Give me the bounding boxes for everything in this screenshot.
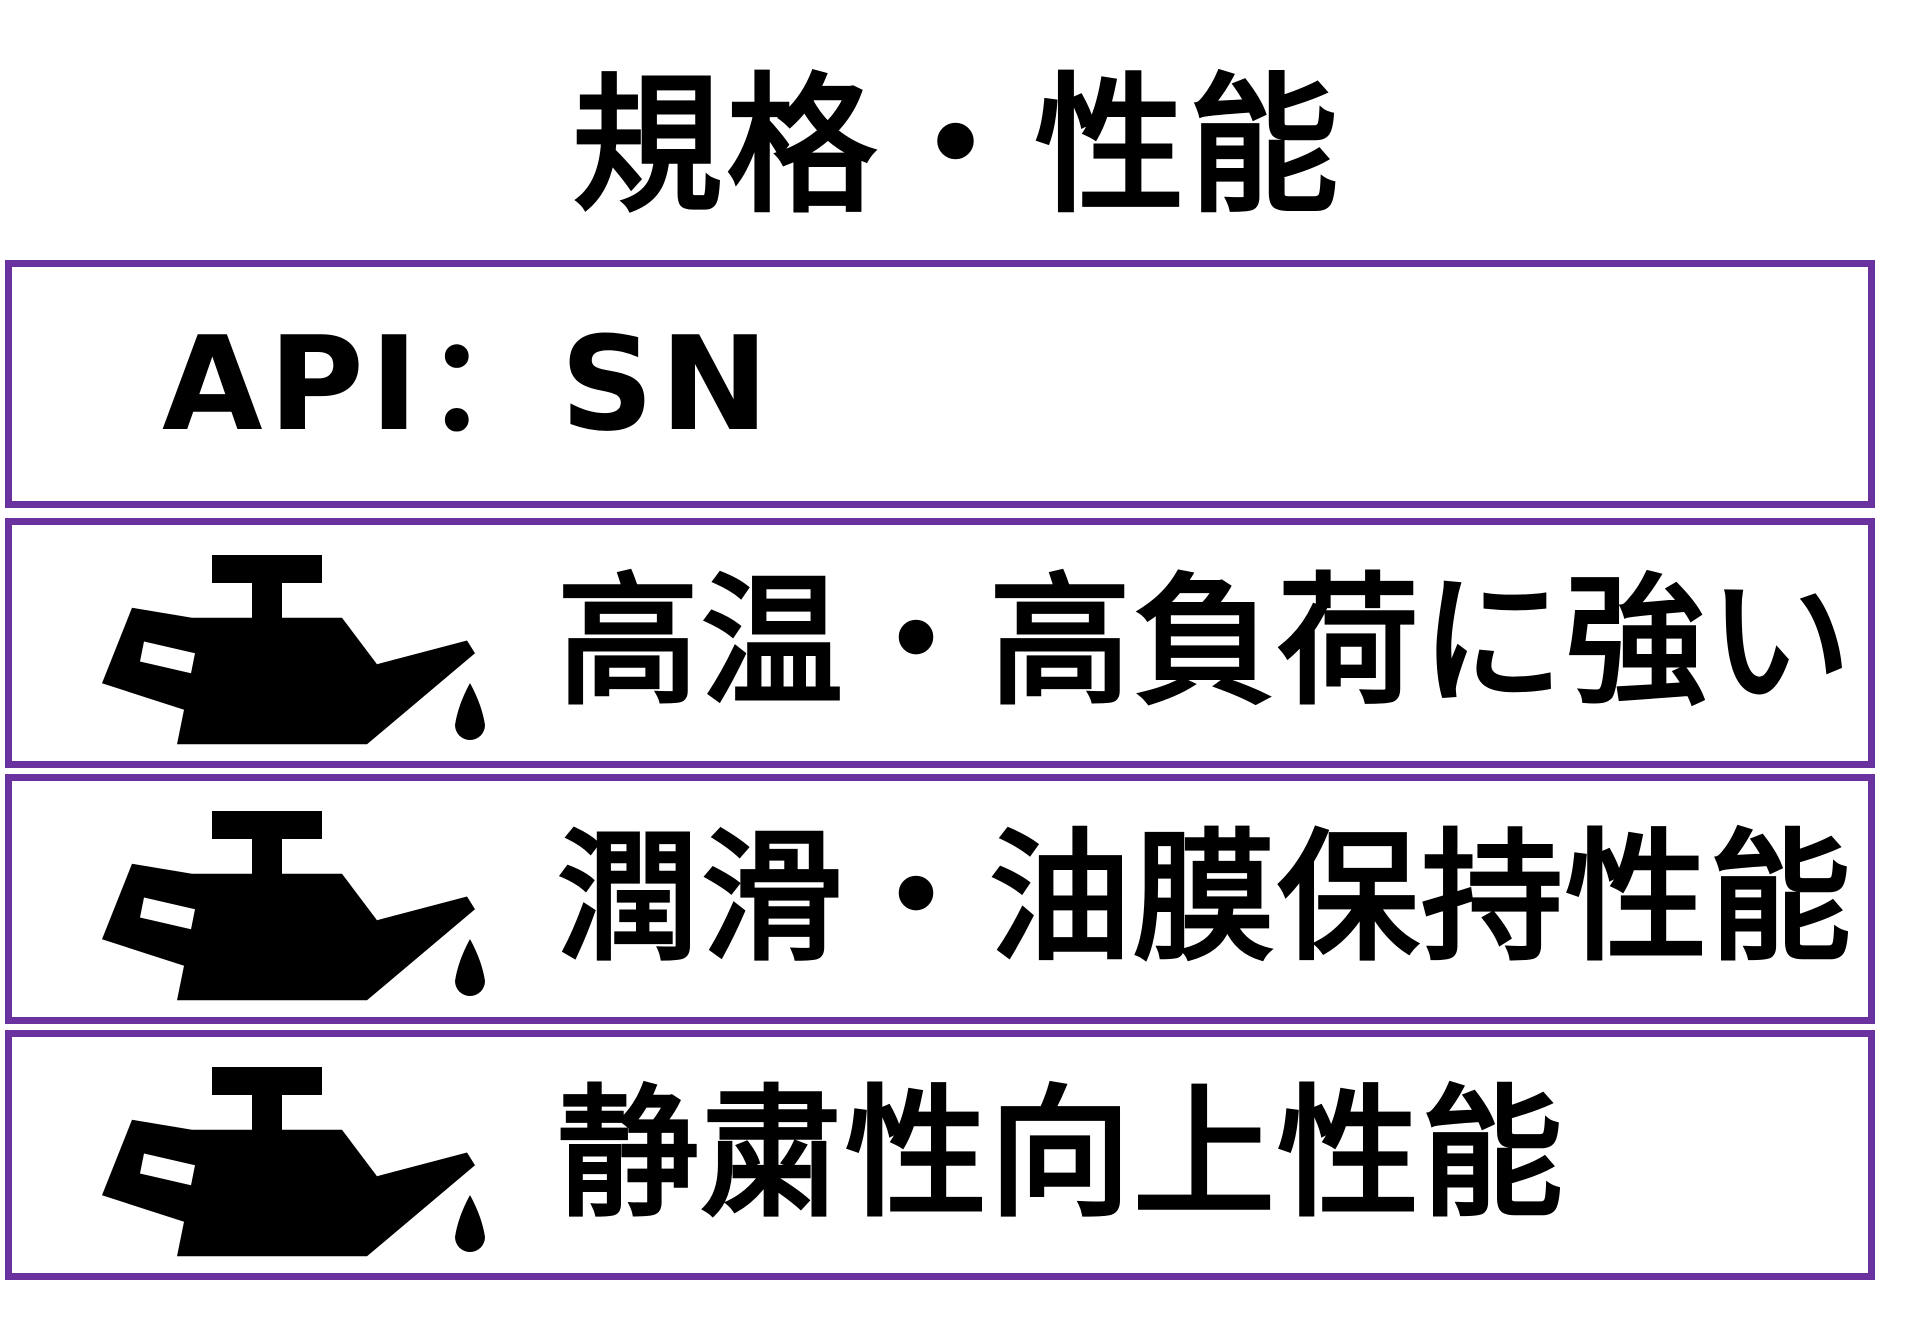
feature-label-quietness: 静粛性向上性能 [557, 1072, 1565, 1237]
feature-label-high-temp: 高温・高負荷に強い [557, 560, 1853, 725]
oil-can-icon [102, 555, 485, 745]
api-panel: API：SN [5, 260, 1875, 508]
oil-can-icon [102, 1067, 485, 1257]
feature-panel-high-temp: 高温・高負荷に強い [5, 518, 1875, 768]
feature-panel-quietness: 静粛性向上性能 [5, 1030, 1875, 1280]
oil-can-icon [102, 811, 485, 1001]
feature-label-lubrication: 潤滑・油膜保持性能 [557, 816, 1853, 981]
api-spec-text: API：SN [162, 308, 775, 460]
feature-panel-lubrication: 潤滑・油膜保持性能 [5, 774, 1875, 1024]
page-title: 規格・性能 [572, 60, 1343, 234]
